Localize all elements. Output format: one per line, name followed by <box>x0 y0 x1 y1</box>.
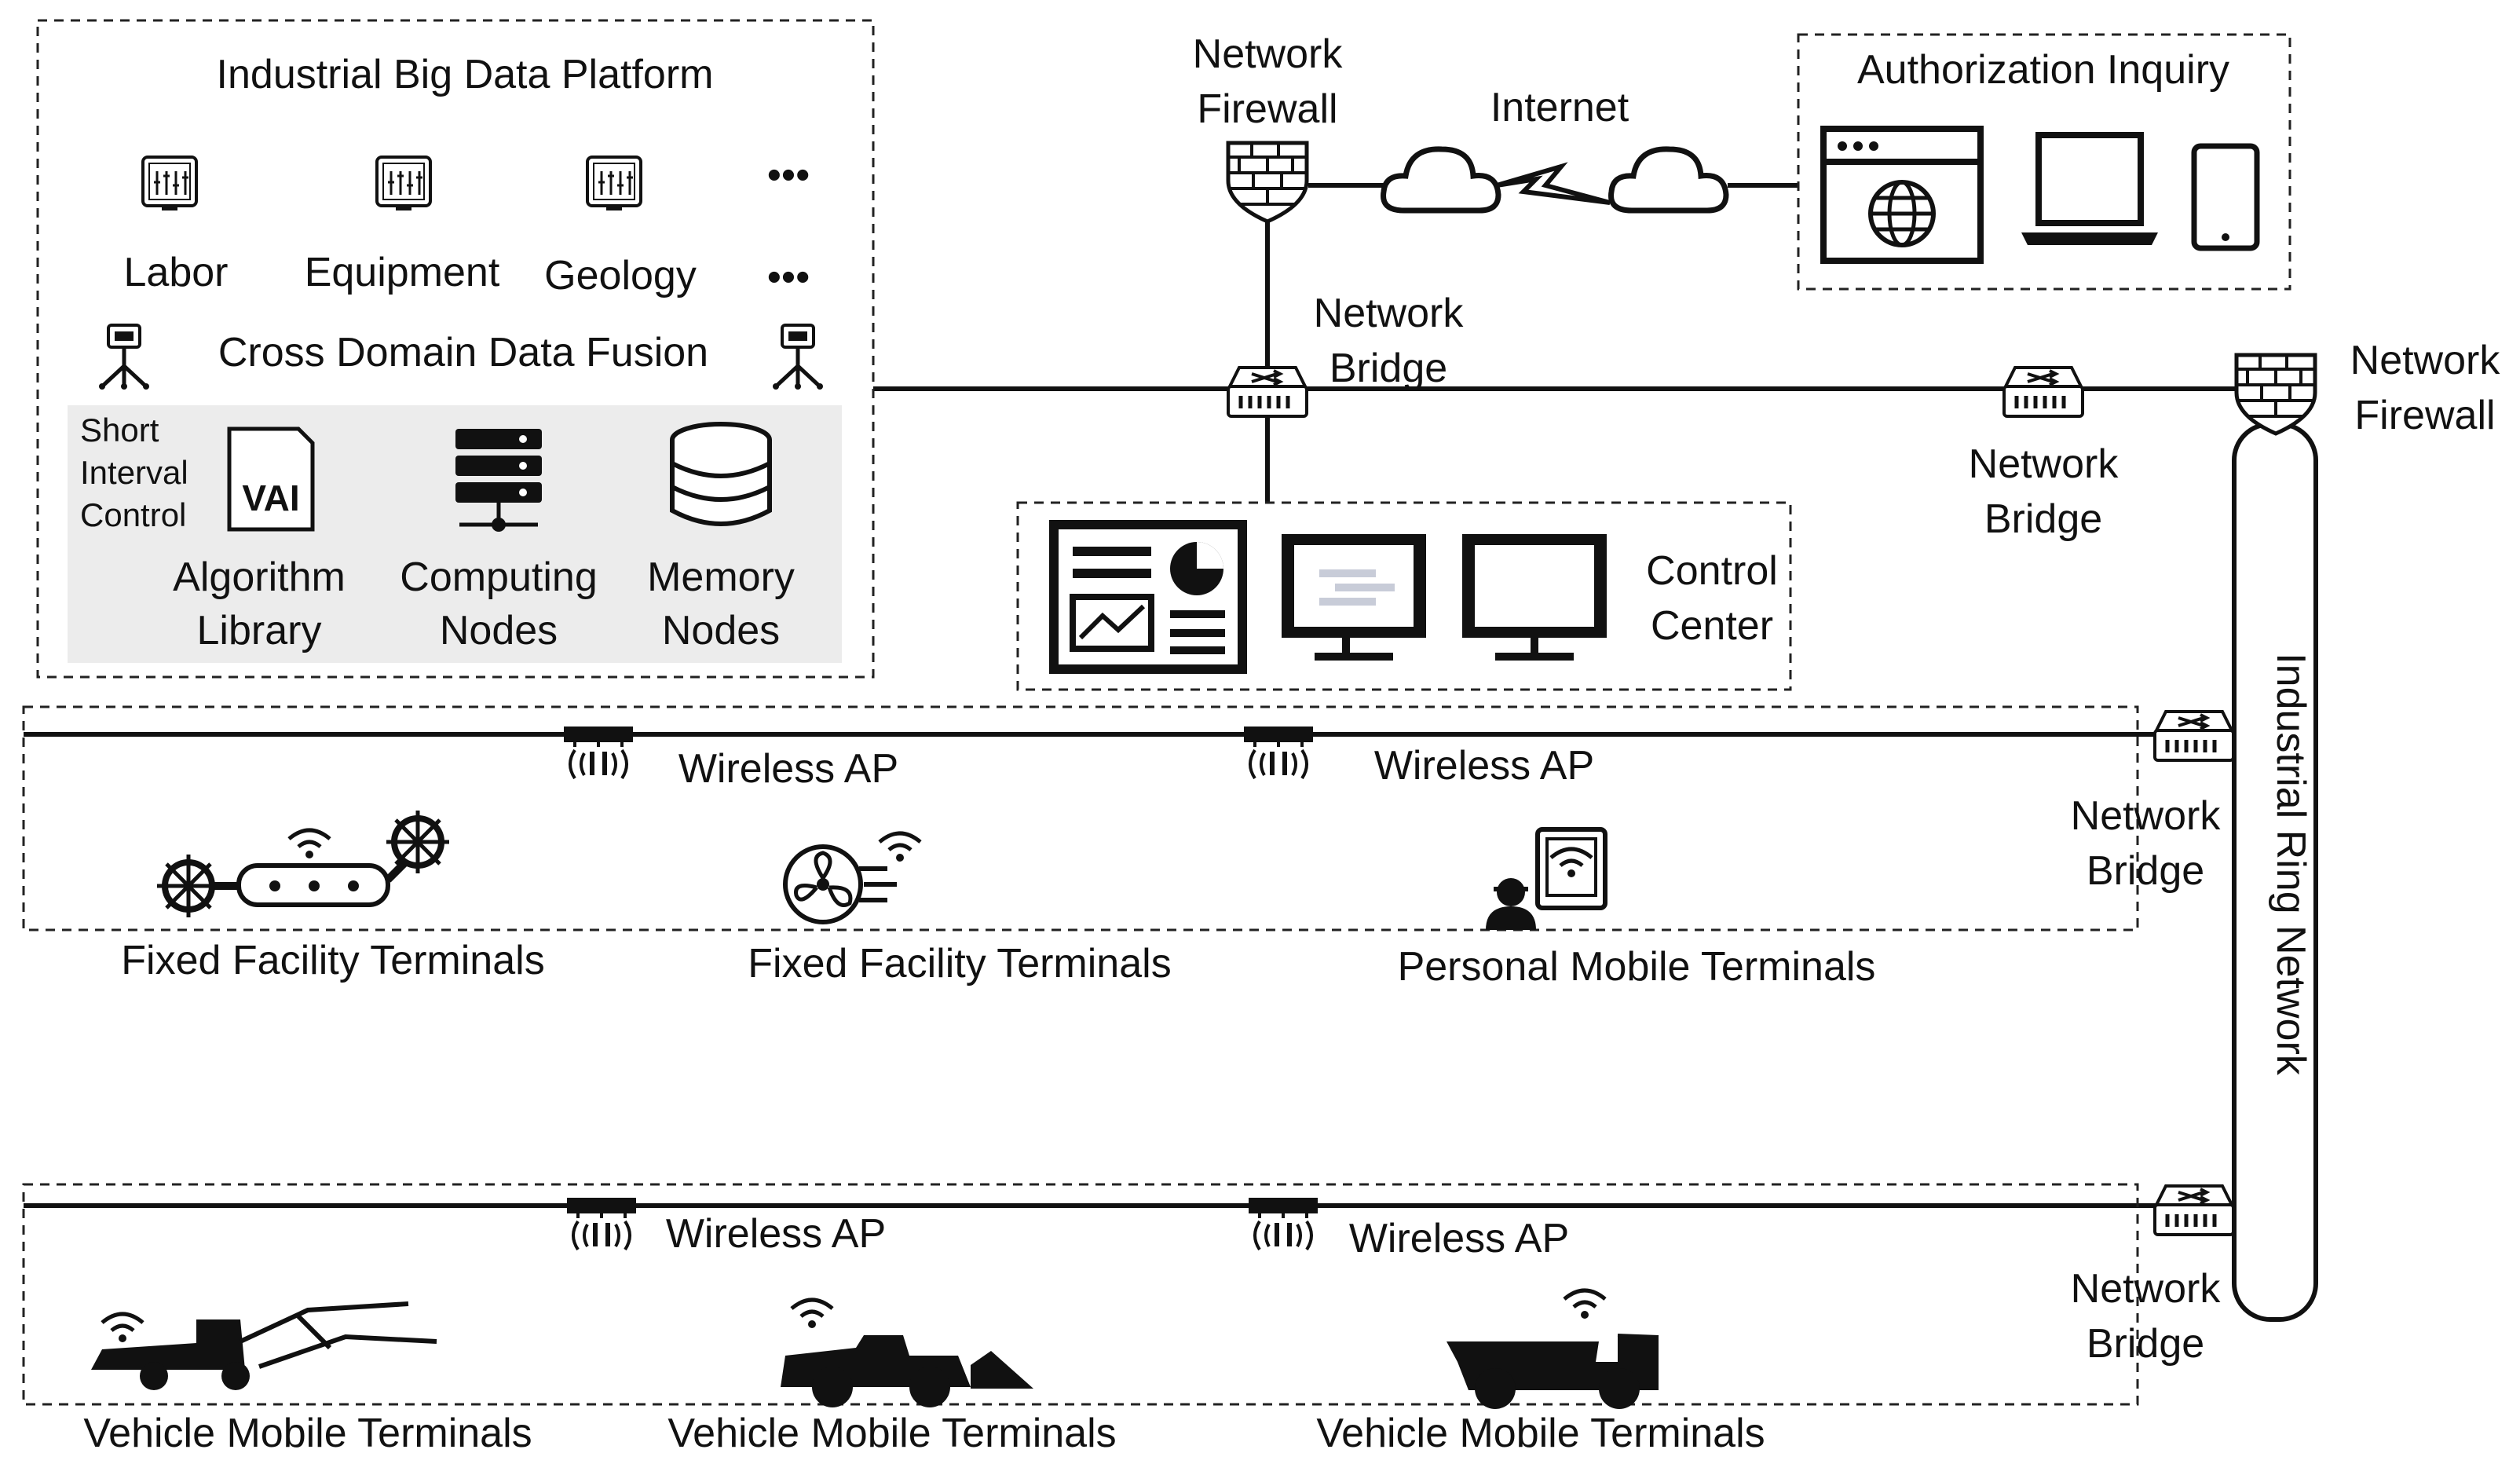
worker-tablet-icon <box>1486 827 1607 930</box>
row2-terminal3-label: Vehicle Mobile Terminals <box>1316 1411 1765 1456</box>
memory-nodes-line1: Memory <box>647 554 795 600</box>
row2-terminal2-label: Vehicle Mobile Terminals <box>667 1411 1116 1456</box>
row2-bridge-label-line1: Network <box>2071 1266 2222 1312</box>
algorithm-file-icon: VAI <box>227 426 315 532</box>
dashboard-icon <box>1049 520 1247 674</box>
row2-ap2-label: Wireless AP <box>1349 1216 1569 1261</box>
control-center-label-line1: Control <box>1646 548 1778 594</box>
row1-ap2-label: Wireless AP <box>1374 743 1594 789</box>
algorithm-library-line1: Algorithm <box>173 554 346 600</box>
short-interval-line2: Interval <box>80 454 188 491</box>
ring-firewall-label-line2: Firewall <box>2354 393 2495 438</box>
authorization-inquiry-box: Authorization Inquiry <box>1797 33 2291 291</box>
control-monitor-1-icon <box>1282 534 1426 661</box>
right-bridge-label-line2: Bridge <box>1984 496 2102 542</box>
memory-nodes-line2: Nodes <box>662 608 780 653</box>
row1-bridge-label-line1: Network <box>2071 793 2222 839</box>
ring-firewall-label-line1: Network <box>2350 338 2501 383</box>
right-bridge-icon <box>2004 368 2083 416</box>
memory-database-icon <box>670 422 772 526</box>
phone-icon <box>2191 143 2260 251</box>
right-bridge-label-line1: Network <box>1969 441 2120 487</box>
row2-ap1-icon <box>567 1198 636 1250</box>
row1-bridge-icon <box>2155 712 2233 760</box>
computing-nodes-line1: Computing <box>400 554 597 600</box>
row1-ap2-icon <box>1244 727 1313 778</box>
conveyor-machine-icon <box>157 811 449 917</box>
fusion-node-left-icon <box>99 325 149 390</box>
short-interval-line3: Control <box>80 496 186 533</box>
row1-ap1-label: Wireless AP <box>678 746 898 792</box>
center-bridge-icon <box>1228 368 1307 416</box>
row2-bridge-label-line2: Bridge <box>2087 1321 2204 1367</box>
industrial-big-data-platform: Industrial Big Data Platform Labor Equip… <box>36 19 875 679</box>
domain-ellipsis-top: ••• <box>767 152 810 198</box>
fusion-node-right-icon <box>773 325 823 390</box>
control-center-box: Control Center <box>1016 501 1792 691</box>
lightning-link-icon <box>1496 162 1611 205</box>
svg-text:VAI: VAI <box>242 478 299 518</box>
row1-ap1-icon <box>564 727 633 778</box>
browser-globe-icon <box>1820 126 1984 264</box>
short-interval-line1: Short <box>80 412 159 448</box>
labor-monitor-icon <box>141 156 198 210</box>
authorization-title: Authorization Inquiry <box>1857 47 2229 93</box>
row2-ap1-label: Wireless AP <box>666 1211 886 1257</box>
computing-server-icon <box>455 429 542 532</box>
laptop-icon <box>2021 132 2158 245</box>
row1-terminal-group: Wireless AP Wireless AP Network Bridge F… <box>22 705 2233 990</box>
row1-terminal2-label: Fixed Facility Terminals <box>748 941 1171 986</box>
top-firewall-label-line2: Firewall <box>1197 86 1337 132</box>
ventilation-fan-icon <box>783 833 920 924</box>
row2-terminal-group: Wireless AP Wireless AP Network Bridge V… <box>22 1183 2233 1456</box>
row2-ap2-icon <box>1249 1198 1318 1250</box>
equipment-monitor-icon <box>375 156 432 210</box>
control-monitor-2-icon <box>1462 534 1607 661</box>
backbone-nodes: Network Bridge Network Bridge Network Fi… <box>1228 291 2500 1076</box>
internet-label: Internet <box>1490 85 1629 130</box>
center-bridge-label-line2: Bridge <box>1329 346 1447 391</box>
row2-bridge-icon <box>2155 1186 2233 1235</box>
row1-terminal1-label: Fixed Facility Terminals <box>121 938 544 983</box>
ring-firewall-icon <box>2237 355 2315 434</box>
geology-monitor-icon <box>586 156 642 210</box>
row2-terminal1-label: Vehicle Mobile Terminals <box>83 1411 532 1456</box>
row1-bridge-label-line2: Bridge <box>2087 848 2204 894</box>
platform-title: Industrial Big Data Platform <box>217 52 714 97</box>
domain-geology: Geology <box>544 253 697 298</box>
control-center-label-line2: Center <box>1651 603 1773 649</box>
cloud-left-icon <box>1384 149 1498 210</box>
cloud-right-icon <box>1611 149 1726 210</box>
drill-jumbo-vehicle-icon <box>91 1301 437 1390</box>
industrial-ring-label: Industrial Ring Network <box>2268 653 2313 1076</box>
domain-ellipsis-bottom: ••• <box>767 254 810 300</box>
dump-truck-vehicle-icon <box>1447 1290 1659 1409</box>
internet-section: Network Firewall Internet <box>1193 31 1726 221</box>
algorithm-library-line2: Library <box>197 608 322 653</box>
loader-vehicle-icon <box>781 1300 1033 1407</box>
domain-equipment: Equipment <box>305 250 500 295</box>
computing-nodes-line2: Nodes <box>440 608 558 653</box>
domain-labor: Labor <box>124 250 229 295</box>
top-firewall-label-line1: Network <box>1193 31 1344 77</box>
center-bridge-label-line1: Network <box>1314 291 1465 336</box>
row1-terminal3-label: Personal Mobile Terminals <box>1398 944 1876 990</box>
cross-domain-fusion-label: Cross Domain Data Fusion <box>218 330 708 375</box>
top-firewall-icon <box>1228 143 1307 221</box>
